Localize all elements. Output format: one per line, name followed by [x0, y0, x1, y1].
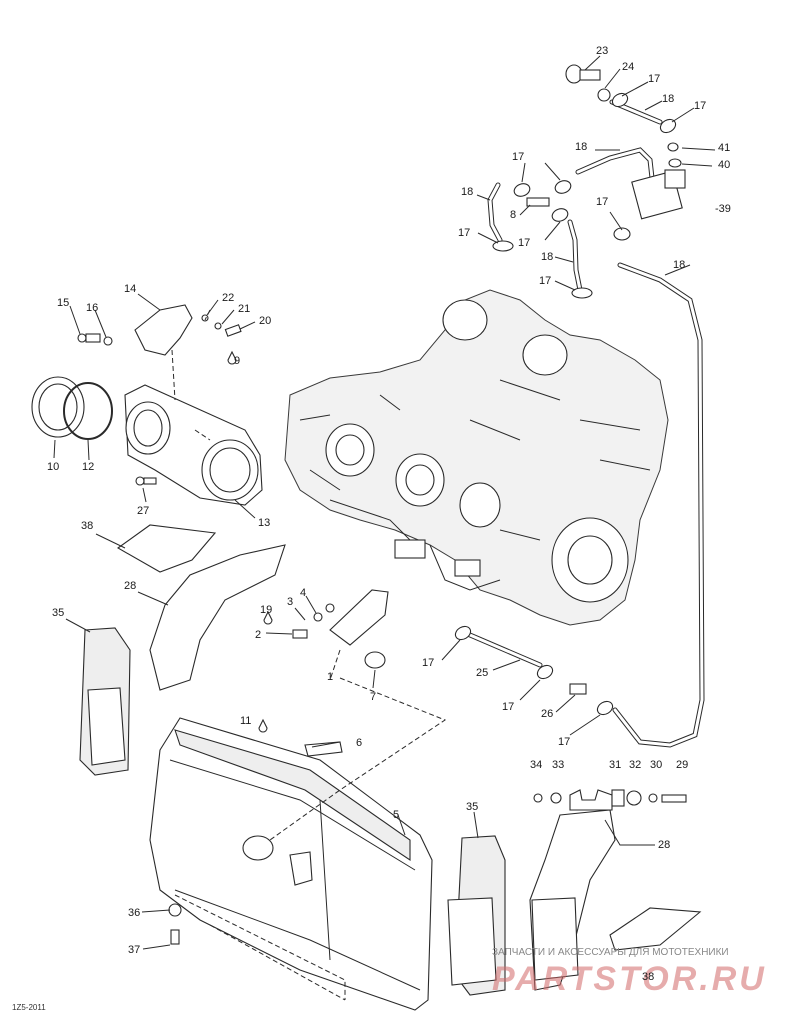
- callout-18: 18: [575, 141, 587, 153]
- callout-18: 18: [541, 251, 553, 263]
- watermark-caption: ЗАПЧАСТИ И АКСЕССУАРЫ ДЛЯ МОТОТЕХНИКИ: [492, 947, 729, 958]
- callout-17: 17: [502, 701, 514, 713]
- callout-10: 10: [47, 461, 59, 473]
- callout-31: 31: [609, 759, 621, 771]
- callout-17: 17: [458, 227, 470, 239]
- callout-1: 1: [327, 671, 333, 683]
- watermark-logo-text: PARTSTOR.RU: [492, 960, 767, 998]
- callout-40: 40: [718, 159, 730, 171]
- callout-11: 11: [240, 715, 251, 727]
- callout-4: 4: [300, 587, 306, 599]
- callout-12: 12: [82, 461, 94, 473]
- leader-lines: [53, 55, 716, 1001]
- callout-35: 35: [52, 607, 64, 619]
- callout-28: 28: [658, 839, 670, 851]
- callout-15: 15: [57, 297, 69, 309]
- callout-7: 7: [370, 691, 376, 703]
- callout-30: 30: [650, 759, 662, 771]
- lower-right-parts: [447, 789, 702, 996]
- callout-14: 14: [124, 283, 136, 295]
- callout-36: 36: [128, 907, 140, 919]
- callout-17: 17: [558, 736, 570, 748]
- callout-25: 25: [476, 667, 488, 679]
- callout-16: 16: [86, 302, 98, 314]
- callout-18: 18: [461, 186, 473, 198]
- callout-38: 38: [81, 520, 93, 532]
- callout-38: 38: [642, 971, 654, 983]
- engine-block: [284, 289, 669, 626]
- callout-17: 17: [648, 73, 660, 85]
- callout-26: 26: [541, 708, 553, 720]
- callout-17: 17: [694, 100, 706, 112]
- callout-39: -39: [715, 203, 731, 215]
- callout-6: 6: [356, 737, 362, 749]
- callout-24: 24: [622, 61, 634, 73]
- callout-17: 17: [596, 196, 608, 208]
- callout-17: 17: [518, 237, 530, 249]
- callout-5: 5: [393, 809, 399, 821]
- throttle-adaptor-parts: [31, 304, 263, 506]
- callout-3: 3: [287, 596, 293, 608]
- callout-34: 34: [530, 759, 542, 771]
- air-silencer-box: [149, 717, 433, 1011]
- vent-fittings: [454, 64, 686, 716]
- callout-28: 28: [124, 580, 136, 592]
- callout-9: 9: [234, 355, 240, 367]
- callout-23: 23: [596, 45, 608, 57]
- intake-silencer-parts: [79, 524, 389, 776]
- callout-19: 19: [260, 604, 272, 616]
- callout-33: 33: [552, 759, 564, 771]
- diagram-reference-code: 1Z5-2011: [12, 1003, 46, 1012]
- callout-2: 2: [255, 629, 261, 641]
- callout-17: 17: [422, 657, 434, 669]
- callout-21: 21: [238, 303, 250, 315]
- callout-8: 8: [510, 209, 516, 221]
- callout-32: 32: [629, 759, 641, 771]
- callout-18: 18: [662, 93, 674, 105]
- callout-17: 17: [539, 275, 551, 287]
- callout-29: 29: [676, 759, 688, 771]
- callout-18: 18: [673, 259, 685, 271]
- callout-labels: 23 24 17 18 17 41 40 17 18 -39 17 18 8 1…: [47, 45, 731, 956]
- callout-35: 35: [466, 801, 478, 813]
- callout-41: 41: [718, 142, 730, 154]
- callout-37: 37: [128, 944, 140, 956]
- callout-17: 17: [512, 151, 524, 163]
- callout-20: 20: [259, 315, 271, 327]
- callout-13: 13: [258, 517, 270, 529]
- callout-27: 27: [137, 505, 149, 517]
- callout-22: 22: [222, 292, 234, 304]
